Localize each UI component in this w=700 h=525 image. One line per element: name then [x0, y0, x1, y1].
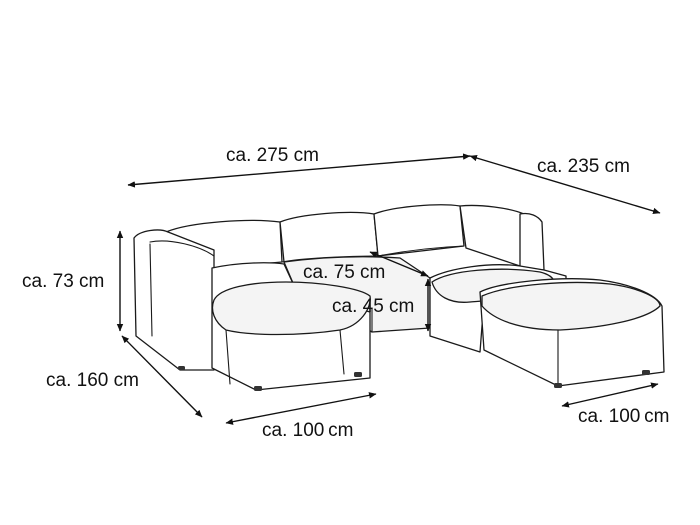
sofa-drawing: [133, 204, 665, 391]
right-ottoman: [479, 278, 665, 387]
seat-height-label: ca. 45 cm: [332, 296, 414, 317]
right-back-arm: [519, 212, 545, 271]
height-label: ca. 73 cm: [22, 271, 104, 292]
side-depth-label: ca. 160 cm: [46, 370, 139, 391]
left-module-width-label: ca. 100 cm: [262, 420, 353, 441]
dimension-lines: [116, 153, 661, 425]
seat-depth-arrow: [369, 251, 429, 277]
overall-width-label: ca. 275 cm: [226, 145, 319, 166]
left-module-width-arrow: [225, 392, 377, 425]
seat-depth-label: ca. 75 cm: [303, 262, 385, 283]
overall-depth-arrow: [469, 154, 661, 215]
overall-depth-label: ca. 235 cm: [537, 156, 630, 177]
left-chaise: [211, 262, 371, 391]
side-depth-arrow: [121, 335, 203, 418]
right-ottoman-width-label: ca. 100 cm: [578, 406, 669, 427]
dimension-labels: ca. 275 cm ca. 235 cm ca. 73 cm ca. 160 …: [22, 145, 669, 441]
overall-width-arrow: [127, 153, 471, 188]
left-armrest: [133, 229, 215, 371]
right-ottoman-width-arrow: [561, 382, 659, 408]
